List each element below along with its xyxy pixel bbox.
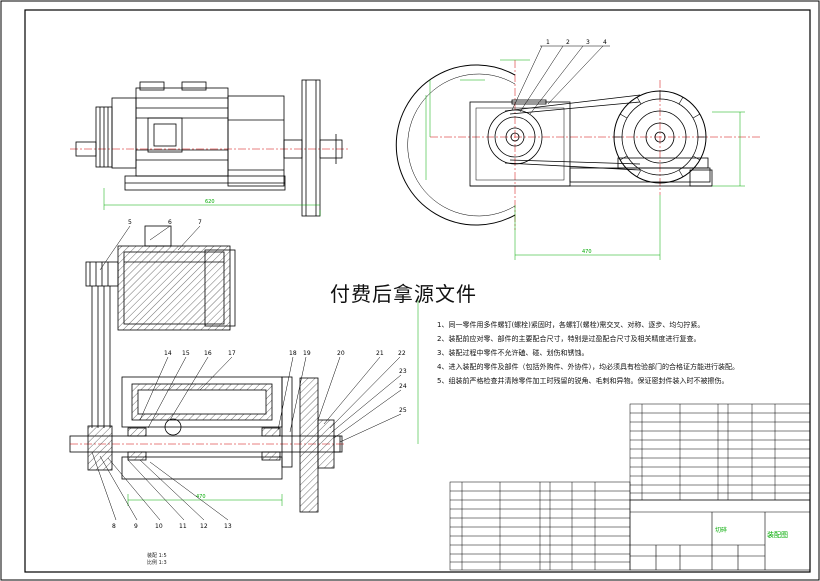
callout-20: 20 [337, 350, 345, 357]
note-line: 2、装配前应对零、部件的主要配合尺寸，特别是过盈配合尺寸及相关精度进行复查。 [437, 335, 701, 343]
callout-3: 3 [586, 39, 590, 46]
note-line: 5、组装前严格检查并清除零件加工时残留的锐角、毛刺和异物。保证密封件装入时不被擦… [437, 377, 729, 385]
section-view [69, 225, 345, 513]
callout-25: 25 [399, 407, 407, 414]
callout-17: 17 [228, 350, 236, 357]
scale-label: 装配 1:5 比例 1:3 [147, 553, 167, 567]
section-callout-leaders [91, 225, 402, 521]
note-line: 4、进入装配的零件及部件（包括外购件、外协件），均必须具有检验部门的合格证方能进… [437, 363, 739, 371]
front-view [70, 79, 350, 217]
callout-12: 12 [200, 523, 208, 530]
callout-6: 6 [168, 219, 172, 226]
note-line: 3、装配过程中零件不允许磕、碰、划伤和锈蚀。 [437, 349, 589, 357]
callout-2: 2 [566, 39, 570, 46]
callout-22: 22 [398, 350, 406, 357]
parts-list-lower [449, 481, 631, 571]
callout-8: 8 [112, 523, 116, 530]
side-callout-leaders [511, 45, 610, 115]
title-block-drawing-type: 装配图 [767, 531, 788, 539]
callout-21: 21 [376, 350, 384, 357]
callout-7: 7 [198, 219, 202, 226]
scale-line-2: 比例 1:3 [147, 560, 167, 566]
section-length-dim: 470 [196, 494, 206, 500]
watermark-overlay: 付费后拿源文件 [330, 282, 477, 306]
side-view-dimensions [425, 59, 745, 260]
callout-19: 19 [303, 350, 311, 357]
callout-11: 11 [179, 523, 187, 530]
title-block [629, 499, 811, 571]
callout-9: 9 [134, 523, 138, 530]
front-length-dim: 620 [205, 199, 215, 205]
technical-requirements: 1、同一零件用多件螺钉(螺栓)紧固时，各螺钉(螺栓)需交叉、对称、逐步、均匀拧紧… [437, 318, 767, 388]
callout-5: 5 [128, 219, 132, 226]
scale-line-1: 装配 1:5 [147, 553, 167, 559]
callout-10: 10 [155, 523, 163, 530]
callout-4: 4 [603, 39, 607, 46]
callout-14: 14 [164, 350, 172, 357]
callout-1: 1 [546, 39, 550, 46]
note-line: 1、同一零件用多件螺钉(螺栓)紧固时，各螺钉(螺栓)需交叉、对称、逐步、均匀拧紧… [437, 321, 705, 329]
callout-13: 13 [224, 523, 232, 530]
parts-list-upper [629, 403, 811, 501]
side-width-dim: 470 [582, 249, 592, 255]
title-block-name: 切碎 [715, 527, 728, 534]
callout-24: 24 [399, 383, 407, 390]
callout-18: 18 [289, 350, 297, 357]
callout-23: 23 [399, 368, 407, 375]
side-view [395, 60, 760, 230]
callout-16: 16 [204, 350, 212, 357]
callout-15: 15 [182, 350, 190, 357]
